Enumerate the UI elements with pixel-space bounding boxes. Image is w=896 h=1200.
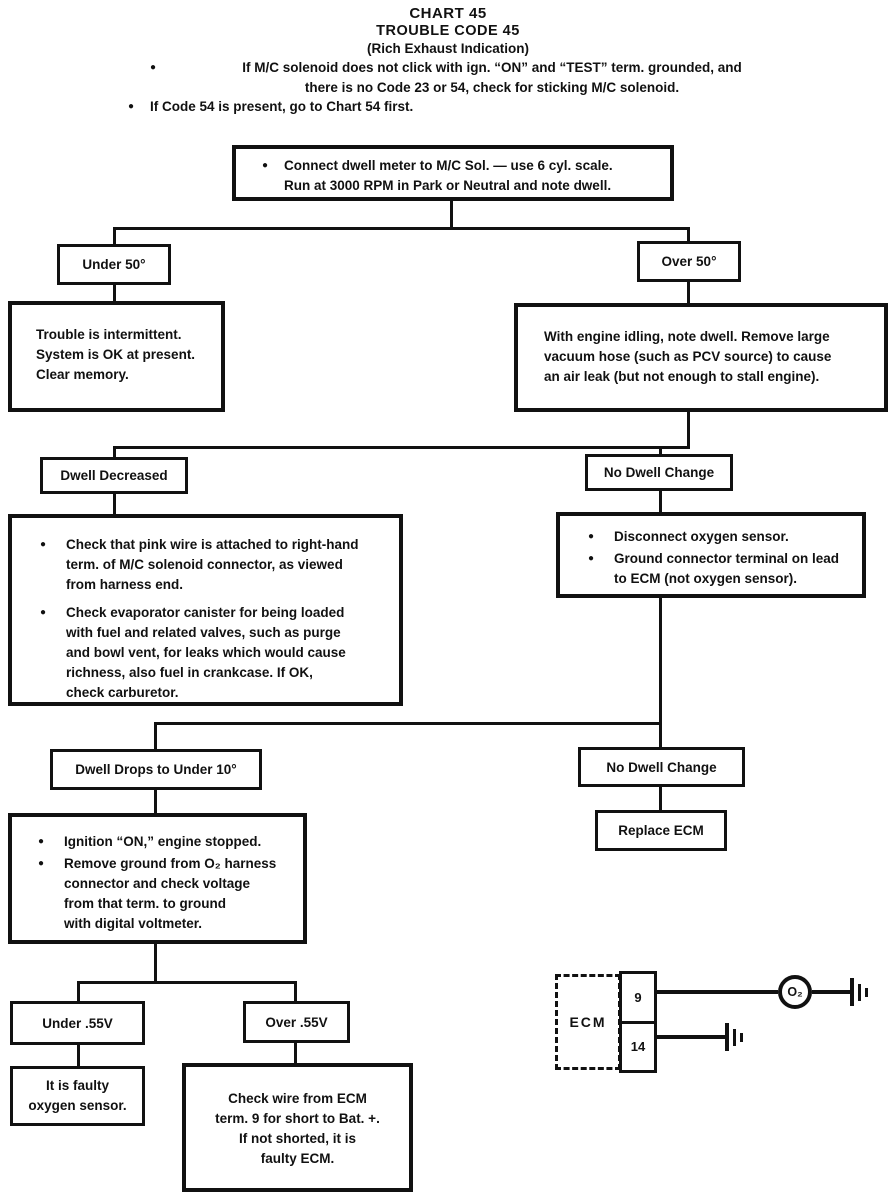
bullet-icon: ● (128, 101, 135, 112)
connector (154, 725, 157, 749)
node-connect-dwell-meter: ● Connect dwell meter to M/C Sol. — use … (232, 145, 674, 201)
node-engine-idling: With engine idling, note dwell. Remove l… (514, 303, 888, 412)
chart-title: CHART 45 (409, 5, 487, 22)
node-dwell-drops-under-10-label: Dwell Drops to Under 10° (75, 762, 237, 777)
ecm-label: ECM (569, 1014, 607, 1030)
node-no-dwell-change-2: No Dwell Change (578, 747, 745, 787)
bullet-icon: ● (38, 858, 45, 869)
node-disconnect-item1: Disconnect oxygen sensor. (614, 529, 789, 544)
node-check-pink-wire-item1: Check that pink wire is attached to righ… (66, 537, 359, 592)
o2-sensor-label: O₂ (787, 985, 803, 999)
note-code54: ● If Code 54 is present, go to Chart 54 … (128, 97, 413, 117)
ecm-terminal-9: 9 (622, 974, 654, 1024)
bullet-icon: ● (40, 539, 47, 550)
wire-o2-to-ground (812, 990, 850, 994)
bullet-icon: ● (40, 607, 47, 618)
node-check-pink-wire: ● Check that pink wire is attached to ri… (8, 514, 403, 706)
ground-icon (850, 978, 854, 1006)
connector (294, 984, 297, 1001)
chart-code-title: TROUBLE CODE 45 (376, 23, 520, 39)
node-disconnect-item2: Ground connector terminal on lead to ECM… (614, 551, 840, 586)
node-trouble-intermittent-text: Trouble is intermittent. System is OK at… (36, 327, 196, 382)
note-mc-solenoid-text: If M/C solenoid does not click with ign.… (242, 60, 742, 95)
node-under-55v: Under .55V (10, 1001, 145, 1045)
bullet-icon: ● (262, 160, 269, 171)
bullet-icon: ● (588, 553, 595, 564)
ecm-terminal-block: 9 14 (619, 971, 657, 1073)
connector (687, 282, 690, 303)
node-ignition-on: ● Ignition “ON,” engine stopped. ● Remov… (8, 813, 307, 944)
connector (113, 446, 690, 449)
node-ignition-item1: Ignition “ON,” engine stopped. (64, 834, 262, 849)
bullet-icon: ● (150, 62, 157, 73)
node-over-55v: Over .55V (243, 1001, 350, 1043)
wire-term14-to-ground (657, 1035, 725, 1039)
ground-icon (865, 988, 868, 997)
node-disconnect-oxygen-sensor: ● Disconnect oxygen sensor. ● Ground con… (556, 512, 866, 598)
ground-icon (858, 984, 861, 1001)
note-mc-solenoid: ● If M/C solenoid does not click with ig… (150, 58, 812, 98)
connector (113, 494, 116, 514)
ground-icon (725, 1023, 729, 1051)
ecm-terminal-14: 14 (630, 1039, 646, 1055)
bullet-icon: ● (588, 531, 595, 542)
connector (659, 491, 662, 512)
connector (77, 984, 80, 1001)
connector (294, 1043, 297, 1063)
connector (77, 981, 297, 984)
connector (687, 229, 690, 241)
node-check-pink-wire-item2: Check evaporator canister for being load… (66, 605, 346, 700)
connector (113, 449, 116, 457)
connector (450, 200, 453, 228)
node-trouble-intermittent: Trouble is intermittent. System is OK at… (8, 301, 225, 412)
node-check-wire-ecm-text: Check wire from ECM term. 9 for short to… (215, 1091, 380, 1166)
connector (687, 412, 690, 446)
wire-term9-to-o2 (657, 990, 778, 994)
bullet-icon: ● (38, 836, 45, 847)
node-dwell-decreased-label: Dwell Decreased (60, 468, 168, 483)
chart-indication: (Rich Exhaust Indication) (366, 41, 529, 56)
ecm-dashed-box: ECM (555, 974, 621, 1070)
connector (154, 790, 157, 813)
connector (113, 227, 690, 230)
node-replace-ecm-label: Replace ECM (618, 823, 704, 838)
o2-sensor-symbol: O₂ (778, 975, 812, 1009)
node-over-50: Over 50° (637, 241, 741, 282)
node-no-dwell-change-2-label: No Dwell Change (606, 759, 717, 775)
node-over-50-label: Over 50° (661, 254, 717, 269)
node-connect-dwell-meter-text: Connect dwell meter to M/C Sol. — use 6 … (284, 158, 613, 193)
node-engine-idling-text: With engine idling, note dwell. Remove l… (544, 329, 832, 384)
connector (659, 449, 662, 454)
node-under-50-label: Under 50° (82, 257, 146, 272)
note-code54-text: If Code 54 is present, go to Chart 54 fi… (150, 99, 414, 114)
connector (154, 944, 157, 981)
node-replace-ecm: Replace ECM (595, 810, 727, 851)
connector (659, 787, 662, 810)
connector (154, 722, 662, 725)
node-faulty-oxygen-sensor: It is faulty oxygen sensor. (10, 1066, 145, 1126)
node-dwell-drops-under-10: Dwell Drops to Under 10° (50, 749, 262, 790)
node-no-dwell-change-1-label: No Dwell Change (603, 465, 715, 480)
connector (77, 1045, 80, 1066)
connector (659, 598, 662, 722)
node-under-50: Under 50° (57, 244, 171, 285)
node-ignition-item2: Remove ground from O₂ harness connector … (64, 856, 277, 931)
node-faulty-oxygen-sensor-text: It is faulty oxygen sensor. (28, 1078, 127, 1113)
ground-icon (740, 1033, 743, 1042)
node-over-55v-label: Over .55V (265, 1014, 328, 1030)
connector (113, 229, 116, 244)
ground-icon (733, 1029, 736, 1046)
connector (659, 725, 662, 747)
node-under-55v-label: Under .55V (42, 1015, 113, 1031)
node-no-dwell-change-1: No Dwell Change (585, 454, 733, 491)
node-check-wire-ecm: Check wire from ECM term. 9 for short to… (182, 1063, 413, 1192)
connector (113, 285, 116, 301)
node-dwell-decreased: Dwell Decreased (40, 457, 188, 494)
